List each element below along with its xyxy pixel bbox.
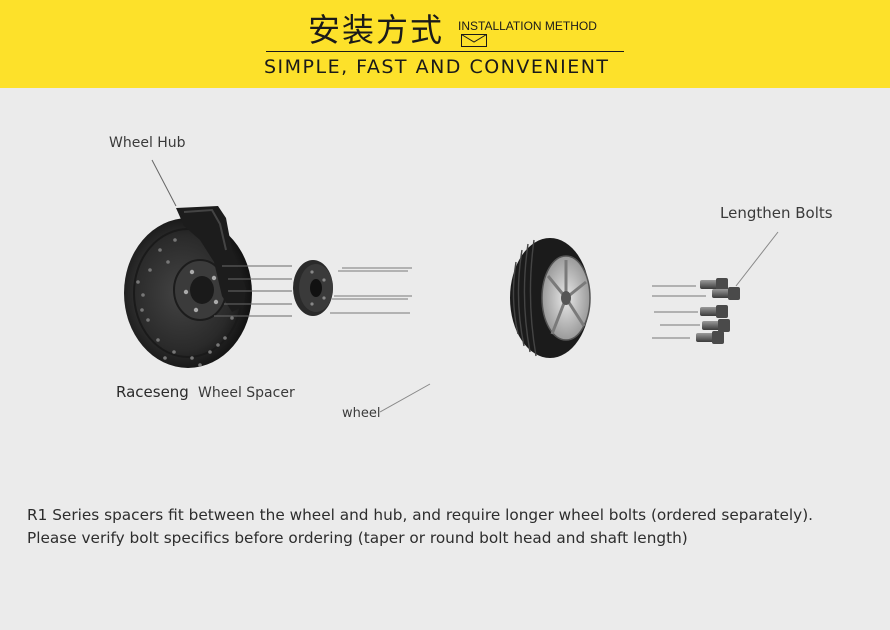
header-banner: 安装方式 INSTALLATION METHOD SIMPLE, FAST AN… bbox=[0, 0, 890, 88]
label-wheel-spacer: Wheel Spacer bbox=[198, 385, 295, 401]
wheel-spacer-illustration bbox=[293, 260, 431, 413]
label-brand: Raceseng bbox=[116, 383, 189, 401]
header-divider bbox=[266, 51, 624, 52]
description-line-1: R1 Series spacers fit between the wheel … bbox=[27, 506, 814, 524]
label-wheel: wheel bbox=[342, 406, 381, 421]
header-title-cn: 安装方式 bbox=[308, 11, 445, 49]
lengthen-bolts-illustration bbox=[652, 231, 779, 344]
header-subtitle: SIMPLE, FAST AND CONVENIENT bbox=[264, 56, 610, 78]
label-wheel-hub: Wheel Hub bbox=[109, 135, 186, 151]
description: R1 Series spacers fit between the wheel … bbox=[27, 504, 877, 550]
wheel-hub-illustration bbox=[124, 159, 292, 368]
envelope-icon bbox=[461, 34, 487, 47]
header-title-en: INSTALLATION METHOD bbox=[458, 19, 597, 33]
description-line-2: Please verify bolt specifics before orde… bbox=[27, 529, 688, 547]
label-lengthen-bolts: Lengthen Bolts bbox=[720, 204, 833, 222]
tire-illustration bbox=[510, 238, 591, 358]
